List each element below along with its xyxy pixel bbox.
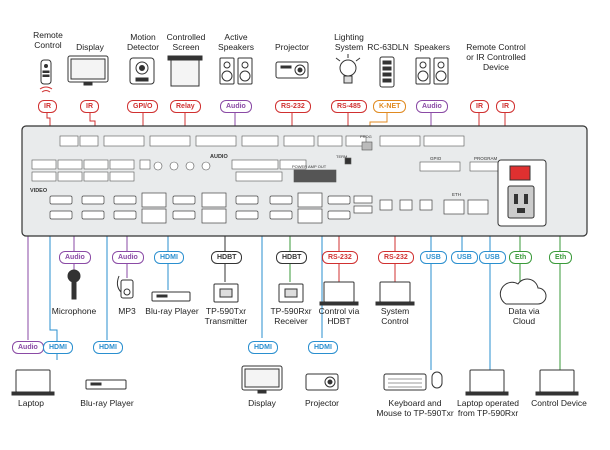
tag-usb-3: USB: [479, 251, 506, 264]
tag-hdmi-bluray: HDMI: [154, 251, 184, 264]
label-control-hdbt: Control via HDBT: [318, 306, 360, 326]
label-lighting-system: Lighting System: [334, 32, 364, 52]
label-active-speakers: Active Speakers: [218, 32, 254, 52]
tag-audio-laptop: Audio: [12, 341, 44, 354]
laptop-system-icon: [375, 281, 415, 306]
tag-eth-2: Eth: [549, 251, 573, 264]
cloud-icon: [499, 278, 547, 305]
tag-hdbt-tx: HDBT: [211, 251, 243, 264]
keyboard-mouse-icon: [383, 371, 443, 391]
terminal-row-top: [59, 135, 465, 151]
label-tp590txr: TP-590Txr Transmitter: [204, 306, 248, 326]
usb-ports: [353, 195, 433, 214]
tag-rs232-a: RS-232: [322, 251, 358, 264]
tag-audio-mic: Audio: [59, 251, 91, 264]
remote-control-icon: [39, 59, 53, 93]
panel-gpio-label: GPIO: [430, 156, 442, 161]
tag-ir-3: IR: [470, 100, 489, 113]
motion-detector-icon: [129, 57, 155, 85]
speakers-icon: [415, 57, 449, 85]
audio-row: [31, 171, 283, 182]
projector-2-icon: [305, 373, 339, 391]
tag-hdmi-display: HDMI: [248, 341, 278, 354]
tag-ir-4: IR: [496, 100, 515, 113]
laptop-hdbt-icon: [319, 281, 359, 306]
tp590txr-icon: [213, 283, 239, 303]
label-control-device: Control Device: [531, 398, 587, 408]
label-remote-ir-device: Remote Control or IR Controlled Device: [466, 42, 526, 72]
label-data-cloud: Data via Cloud: [508, 306, 540, 326]
top-device-icons: [39, 54, 449, 93]
display-icon: [67, 55, 109, 86]
tag-audio-mp3: Audio: [112, 251, 144, 264]
label-keyboard-mouse: Keyboard and Mouse to TP-590Txr: [376, 398, 454, 418]
label-mp3: MP3: [118, 306, 136, 316]
control-device-laptop-icon: [535, 369, 579, 396]
label-bluray-player-2: Blu-ray Player: [80, 398, 134, 408]
display-2-icon: [241, 365, 283, 394]
light-bulb-icon: [335, 54, 361, 84]
tag-hdmi-laptop: HDMI: [43, 341, 73, 354]
panel-prog-label: PROG: [360, 134, 372, 139]
tag-gpio: GPI/O: [127, 100, 159, 113]
tag-eth-1: Eth: [509, 251, 533, 264]
tag-audio-2: Audio: [416, 100, 448, 113]
label-rc63dln: RC-63DLN: [367, 42, 409, 52]
tag-rs232: RS-232: [275, 100, 311, 113]
terminal-row-mid: [31, 157, 515, 183]
bluray-player-2-icon: [85, 379, 127, 390]
panel-eth-label: ETH: [452, 192, 461, 197]
tp590rxr-icon: [278, 283, 304, 303]
tag-hdmi-bluray2: HDMI: [93, 341, 123, 354]
tag-ir-2: IR: [80, 100, 99, 113]
switcher-rear-panel: AUDIO VIDEO GPIO PROGRAM ETH POWER AMP O…: [21, 125, 588, 237]
label-laptop: Laptop: [18, 398, 44, 408]
mp3-player-icon: [116, 275, 134, 299]
label-speakers: Speakers: [414, 42, 450, 52]
label-remote-control: Remote Control: [28, 30, 68, 50]
label-projector: Projector: [274, 42, 309, 52]
keypad-icon: [379, 56, 395, 88]
label-laptop-rx: Laptop operated from TP-590Rxr: [457, 398, 519, 418]
bluray-player-icon: [151, 291, 191, 302]
label-controlled-screen: Controlled Screen: [166, 32, 206, 52]
label-system-control: System Control: [380, 306, 410, 326]
tag-hdbt-rx: HDBT: [276, 251, 308, 264]
panel-term-label: TERM: [336, 154, 347, 159]
label-bluray-player: Blu-ray Player: [145, 306, 199, 316]
tag-audio: Audio: [220, 100, 252, 113]
tag-hdmi-projector: HDMI: [308, 341, 338, 354]
label-remote-control-text: Remote Control: [33, 30, 63, 50]
tag-ir-1: IR: [38, 100, 57, 113]
laptop-rx-icon: [465, 369, 509, 396]
laptop-icon: [11, 369, 55, 396]
panel-power-amp-label: POWER AMP OUT: [292, 164, 327, 169]
bottom-device-icons: [11, 365, 579, 396]
microphone-icon: [67, 269, 81, 300]
tag-usb-1: USB: [420, 251, 447, 264]
controlled-screen-icon: [167, 55, 203, 87]
rj45-ports: [141, 192, 489, 224]
tag-rs232-b: RS-232: [378, 251, 414, 264]
label-motion-detector: Motion Detector: [126, 32, 160, 52]
tag-rs485: RS-485: [331, 100, 367, 113]
label-projector-2: Projector: [304, 398, 339, 408]
tag-knet: K-NET: [373, 100, 407, 113]
label-display-2: Display: [248, 398, 276, 408]
panel-video-label: VIDEO: [30, 188, 48, 194]
hdmi-ports: [49, 195, 351, 220]
active-speakers-icon: [219, 57, 253, 85]
power-inlet: [497, 159, 547, 227]
label-microphone: Microphone: [51, 306, 97, 316]
panel-audio-label: AUDIO: [210, 154, 228, 160]
panel-program-label: PROGRAM: [474, 156, 498, 161]
label-tp590rxr: TP-590Rxr Receiver: [270, 306, 312, 326]
tag-relay: Relay: [170, 100, 201, 113]
tag-usb-2: USB: [451, 251, 478, 264]
label-display: Display: [76, 42, 104, 52]
projector-icon: [275, 61, 309, 79]
mid-device-icons: [67, 269, 547, 306]
